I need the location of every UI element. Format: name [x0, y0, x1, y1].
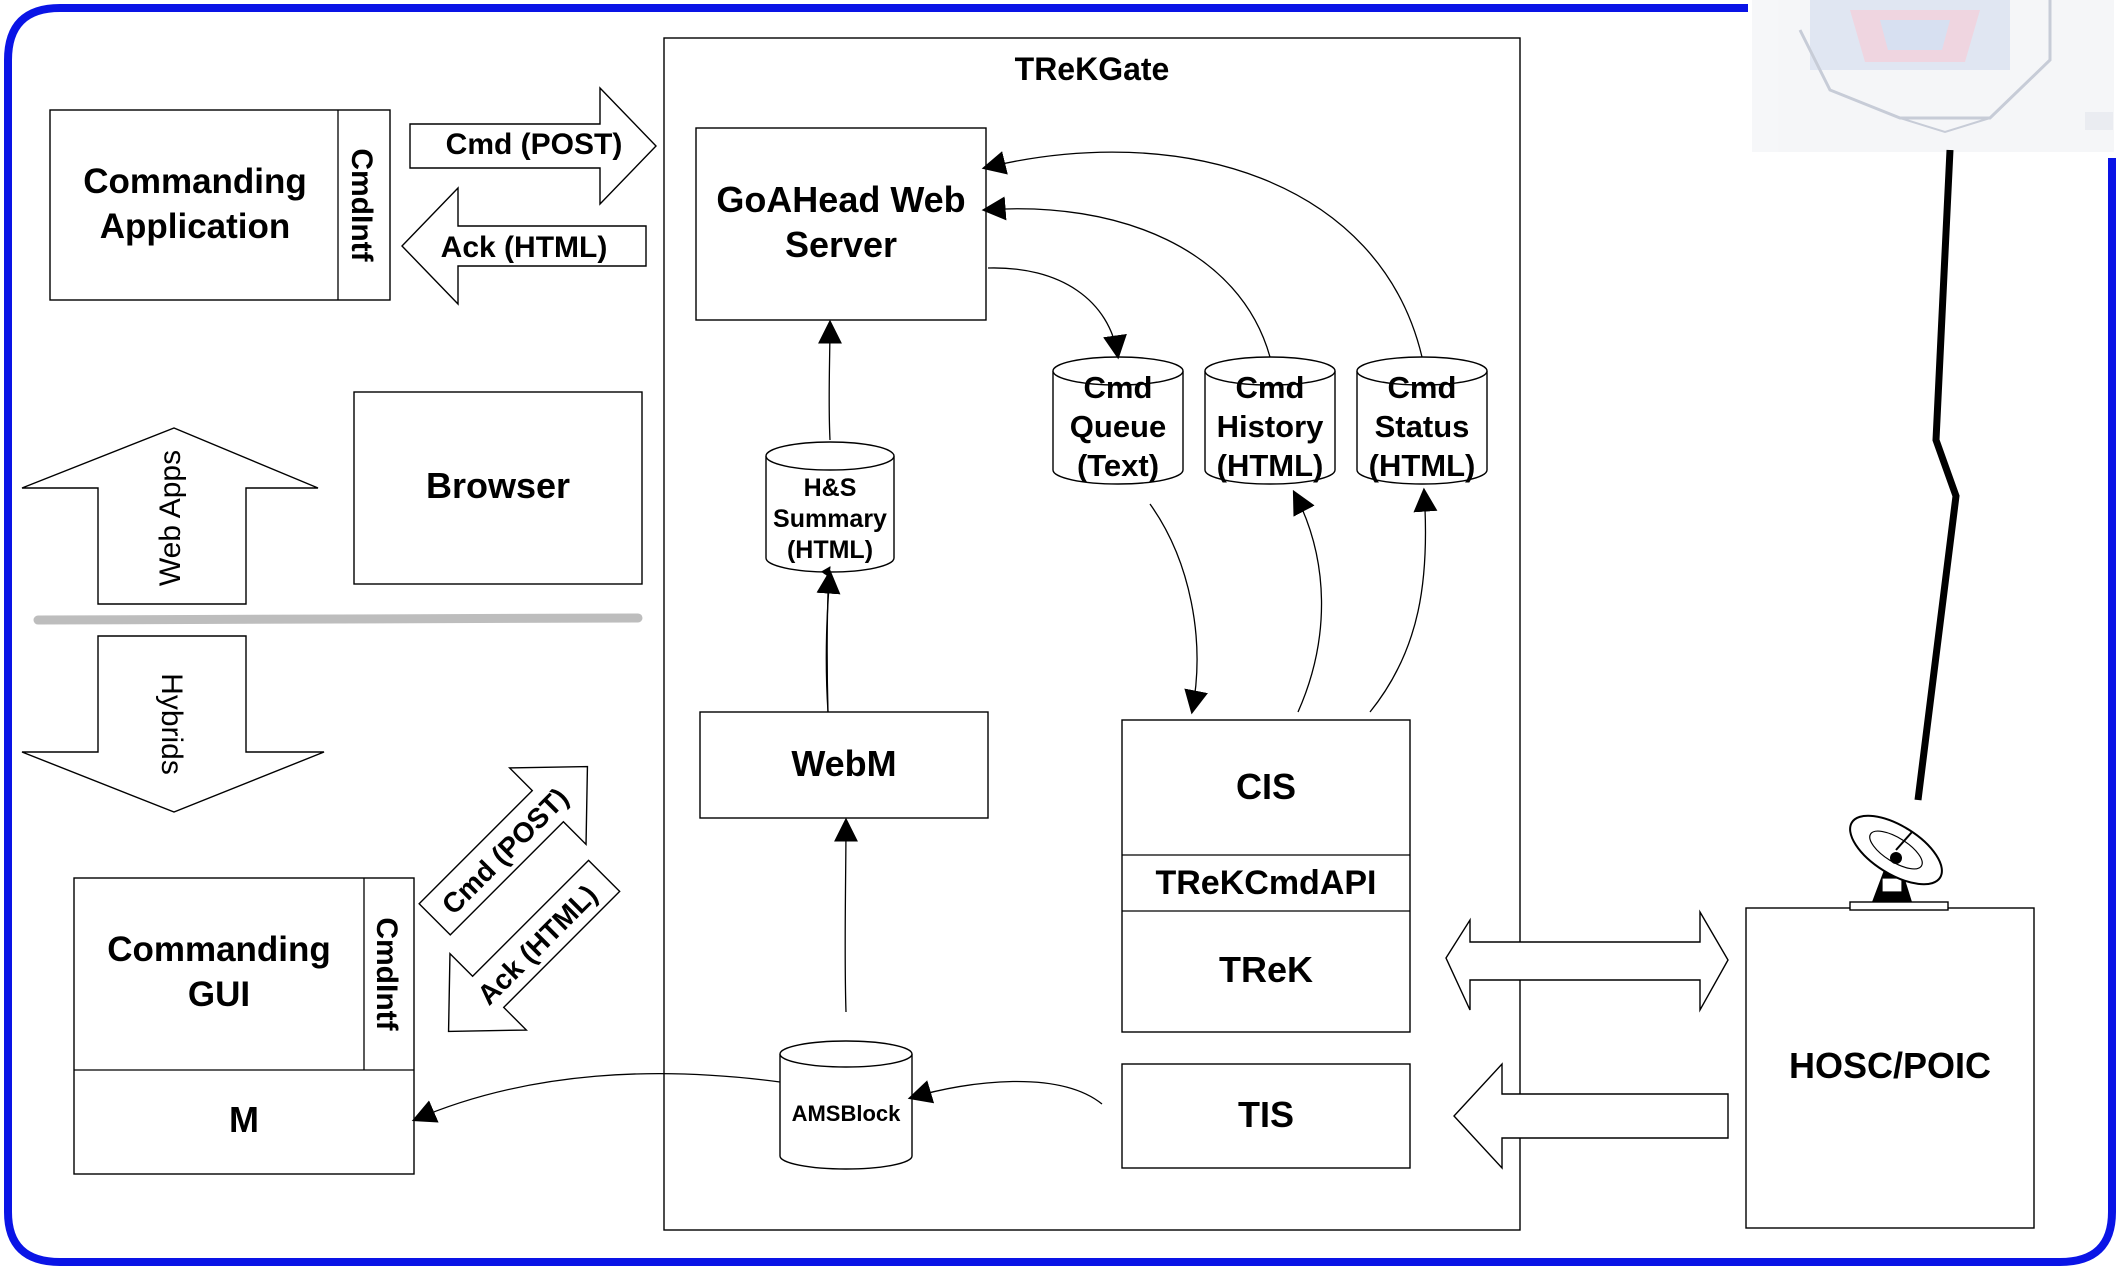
cmd-status-label-2: Status	[1375, 409, 1470, 444]
trek-cmd-api-label: TReKCmdAPI	[1155, 864, 1376, 902]
hs-summary-label-2: Summary	[773, 505, 887, 533]
slide-frame	[3, 4, 2116, 1266]
commanding-application-box: Commanding Application CmdIntf	[49, 109, 391, 301]
cmd-history-label-2: History	[1217, 409, 1325, 444]
commanding-gui-box: Commanding GUI CmdIntf M	[73, 877, 415, 1175]
lightning-bolt-icon	[1914, 149, 1960, 801]
ack-html-label-diagonal: Ack (HTML)	[471, 879, 603, 1011]
webm-label: WebM	[791, 743, 896, 784]
spacecraft-thumbnail	[1752, 0, 2114, 152]
commanding-application-label-2: Application	[100, 207, 291, 246]
cmdintf-label-top: CmdIntf	[345, 148, 378, 262]
hs-summary-label: H&S	[804, 474, 857, 502]
goahead-web-server-box: GoAHead Web Server	[695, 127, 987, 321]
cmd-post-label-top: Cmd (POST)	[446, 128, 623, 161]
web-apps-label: Web Apps	[154, 450, 187, 586]
ack-html-label-top: Ack (HTML)	[441, 231, 608, 264]
commanding-gui-label: Commanding	[107, 930, 331, 969]
cmd-post-arrow-top: Cmd (POST)	[409, 86, 657, 206]
hosc-poic-box: HOSC/POIC	[1745, 907, 2035, 1229]
cis-label: CIS	[1236, 766, 1296, 807]
cmd-queue-label: Cmd	[1084, 370, 1153, 405]
hosc-tis-block-arrow	[1453, 1062, 1729, 1170]
amsblock-label: AMSBlock	[792, 1101, 902, 1126]
satellite-dish-icon	[1849, 814, 1949, 911]
web-server-label-2: Server	[785, 224, 897, 265]
cmd-history-label-3: (HTML)	[1217, 448, 1324, 483]
ack-html-arrow-diagonal: Ack (HTML)	[447, 859, 621, 1033]
web-server-label: GoAHead Web	[716, 179, 965, 220]
cmd-status-datastore: Cmd Status (HTML)	[1356, 356, 1488, 485]
separator-line	[33, 613, 643, 625]
hs-summary-datastore: H&S Summary (HTML)	[765, 441, 895, 573]
hybrids-arrow: Hybrids	[21, 635, 325, 813]
cmd-post-arrow-diagonal: Cmd (POST)	[418, 765, 589, 936]
connectors	[411, 151, 1438, 1123]
cmd-queue-label-2: Queue	[1070, 409, 1166, 444]
hybrids-label: Hybrids	[155, 673, 188, 775]
trek-hosc-double-arrow	[1445, 909, 1729, 1013]
amsblock-datastore: AMSBlock	[779, 1040, 913, 1170]
cis-trek-stack: CIS TReKCmdAPI TReK	[1121, 719, 1411, 1033]
web-apps-arrow: Web Apps	[21, 427, 319, 605]
m-label: M	[229, 1099, 259, 1140]
cmd-status-label: Cmd	[1388, 370, 1457, 405]
cmdintf-label-gui: CmdIntf	[370, 917, 403, 1031]
tis-box: TIS	[1121, 1063, 1411, 1169]
trekgate-title: TReKGate	[1015, 51, 1170, 87]
cmd-status-label-3: (HTML)	[1369, 448, 1476, 483]
commanding-application-label: Commanding	[83, 162, 307, 201]
cmd-history-label: Cmd	[1236, 370, 1305, 405]
browser-label: Browser	[426, 465, 570, 506]
cmd-queue-datastore: Cmd Queue (Text)	[1052, 356, 1184, 485]
ack-html-arrow-top: Ack (HTML)	[401, 186, 647, 306]
commanding-gui-label-2: GUI	[188, 975, 250, 1014]
cmd-history-datastore: Cmd History (HTML)	[1204, 356, 1336, 485]
webm-box: WebM	[699, 711, 989, 819]
browser-box: Browser	[353, 391, 643, 585]
hs-summary-label-3: (HTML)	[787, 536, 873, 564]
trek-label: TReK	[1219, 949, 1313, 990]
tis-label: TIS	[1238, 1094, 1294, 1135]
hosc-poic-label: HOSC/POIC	[1789, 1045, 1991, 1086]
cmd-queue-label-3: (Text)	[1077, 448, 1159, 483]
